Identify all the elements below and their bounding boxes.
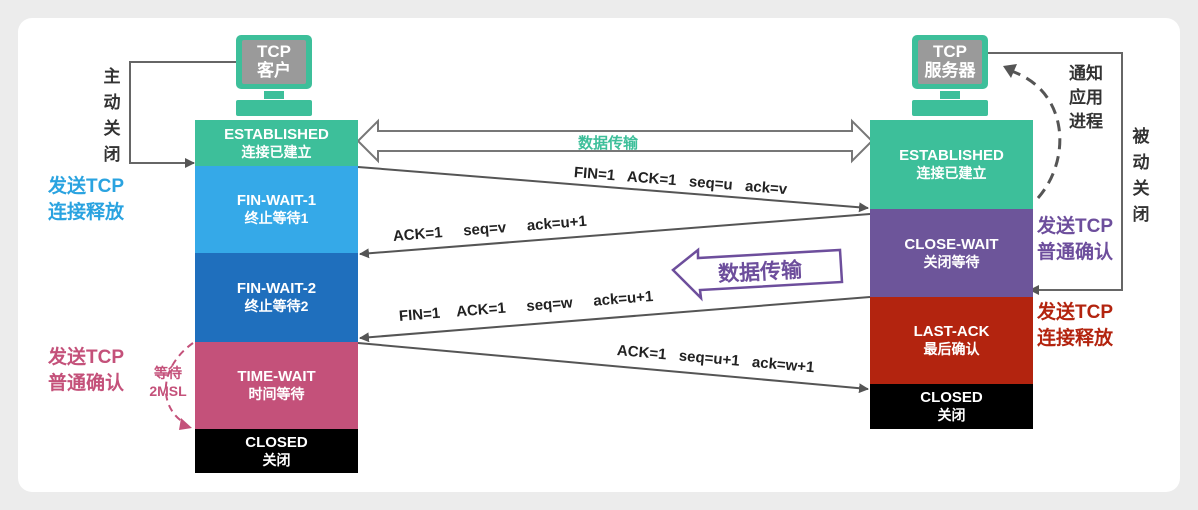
client-state-closed: CLOSED 关闭 — [195, 429, 358, 473]
state-cn: 终止等待1 — [244, 210, 309, 227]
client-title-line2: 客户 — [257, 61, 291, 80]
state-en: CLOSED — [920, 389, 983, 407]
data-transfer-mid-label: 数据传输 — [717, 258, 803, 287]
state-en: ESTABLISHED — [224, 125, 329, 143]
notify-app-label: 通知应用进程 — [1069, 64, 1103, 131]
state-cn: 最后确认 — [923, 341, 980, 358]
state-en: FIN-WAIT-2 — [236, 280, 317, 298]
msg-field: FIN=1 — [573, 164, 616, 185]
server-title-line1: TCP — [933, 42, 967, 61]
state-cn: 关闭 — [937, 407, 966, 424]
state-en: FIN-WAIT-1 — [236, 192, 317, 210]
label-line: 发送TCP — [48, 347, 125, 368]
passive-close-label: 被动关闭 — [1132, 127, 1150, 224]
state-cn: 终止等待2 — [244, 298, 309, 315]
label-line: 普通确认 — [48, 373, 125, 394]
client-state-fin-wait-1: FIN-WAIT-1 终止等待1 — [195, 166, 358, 253]
diagram-lines — [129, 35, 1123, 430]
server-title: TCP 服务器 — [918, 42, 982, 80]
label-line: 发送TCP — [1037, 216, 1114, 237]
state-cn: 关闭等待 — [923, 253, 980, 270]
server-state-close-wait: CLOSE-WAIT 关闭等待 — [870, 209, 1033, 297]
server-send-release-label: 发送TCP 连接释放 — [1037, 300, 1113, 352]
state-en: CLOSED — [245, 433, 308, 451]
msg-arrow-fin2 — [359, 296, 871, 343]
msg-field: seq=u — [688, 173, 734, 194]
notify-app-arrow — [1007, 68, 1062, 199]
client-monitor-icon — [236, 35, 312, 116]
label-line: 普通确认 — [1037, 242, 1114, 263]
client-state-fin-wait-2: FIN-WAIT-2 终止等待2 — [195, 253, 358, 342]
wait-2msl-arrow — [164, 342, 194, 425]
label-line: 2MSL — [149, 383, 187, 399]
client-state-established: ESTABLISHED 连接已建立 — [195, 120, 358, 166]
state-en: TIME-WAIT — [237, 368, 316, 386]
data-transfer-top-label: 数据传输 — [578, 135, 639, 152]
label-line: 发送TCP — [1037, 302, 1114, 323]
state-cn: 连接已建立 — [916, 165, 987, 182]
diagram-card: TCP 客户 TCP 服务器 ESTABLISHED 连接已建立 FIN-WAI… — [18, 18, 1180, 492]
client-title-line1: TCP — [257, 42, 291, 61]
client-send-ack-label: 发送TCP 普通确认 — [48, 345, 124, 397]
client-send-release-label: 发送TCP 连接释放 — [48, 174, 124, 226]
msg-field: seq=w — [525, 294, 574, 315]
msg-field: seq=v — [462, 219, 507, 240]
data-transfer-arrow-box — [671, 247, 844, 302]
client-title: TCP 客户 — [242, 42, 306, 80]
passive-close-line — [988, 52, 1123, 295]
state-cn: 连接已建立 — [241, 143, 312, 160]
server-state-closed: CLOSED 关闭 — [870, 384, 1033, 429]
wait-2msl-label: 等待 2MSL — [142, 364, 194, 400]
msg-arrow-fin1 — [357, 166, 869, 213]
label-line: 发送TCP — [48, 176, 125, 197]
active-close-label: 主动关闭 — [103, 67, 121, 164]
label-line: 等待 — [154, 365, 182, 381]
server-monitor-icon — [912, 35, 988, 116]
label-line: 连接释放 — [48, 202, 125, 223]
state-en: LAST-ACK — [913, 323, 990, 341]
server-state-last-ack: LAST-ACK 最后确认 — [870, 297, 1033, 384]
state-cn: 时间等待 — [248, 386, 305, 403]
msg-field: FIN=1 — [398, 304, 441, 325]
server-state-established: ESTABLISHED 连接已建立 — [870, 120, 1033, 209]
label-line: 连接释放 — [1037, 328, 1114, 349]
active-close-line — [129, 61, 236, 168]
msg-arrow-ack1 — [359, 213, 871, 259]
server-send-ack-label: 发送TCP 普通确认 — [1037, 214, 1113, 266]
msg-field: ack=v — [744, 177, 788, 199]
state-en: ESTABLISHED — [899, 147, 1004, 165]
client-state-time-wait: TIME-WAIT 时间等待 — [195, 342, 358, 429]
msg-arrow-ack2 — [357, 342, 869, 394]
server-title-line2: 服务器 — [924, 61, 976, 80]
state-en: CLOSE-WAIT — [904, 235, 999, 253]
state-cn: 关闭 — [262, 451, 291, 468]
